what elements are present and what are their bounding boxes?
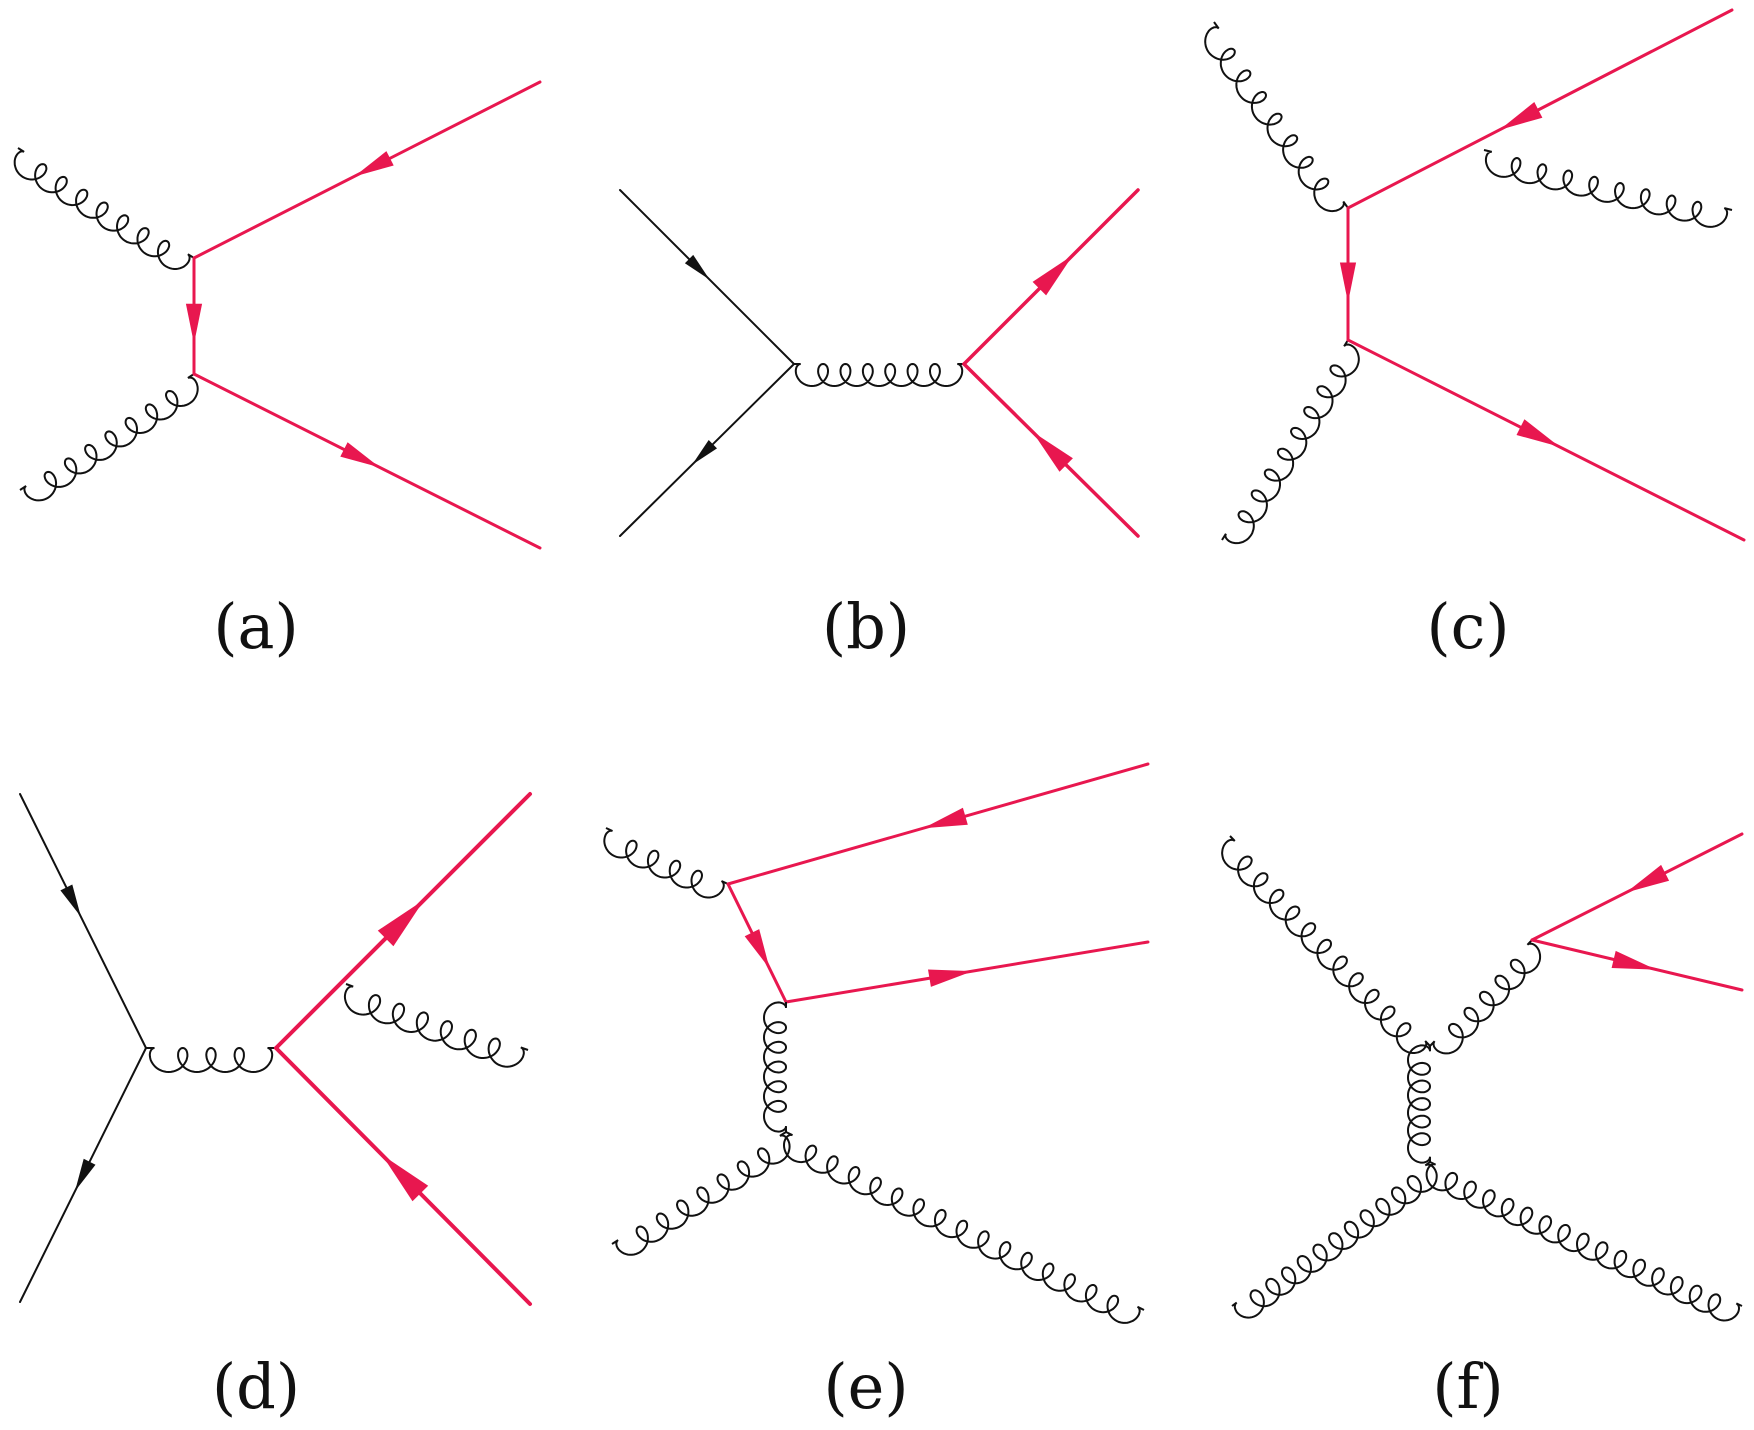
panel-label-c: (c) — [1426, 590, 1509, 663]
e-gluon-out-bottom — [782, 1131, 1145, 1324]
d-heavy-out-bottom-arrow — [381, 1154, 429, 1202]
b-gluon-prop — [794, 362, 964, 388]
b-light-in-arrow — [684, 254, 710, 280]
f-gluon-vertical — [1406, 1044, 1432, 1164]
c-gluon-radiated — [1483, 149, 1733, 228]
panel-label-f: (f) — [1432, 1350, 1503, 1423]
panel-label-a: (a) — [213, 590, 298, 663]
f-gluon-in-bottom — [1231, 1161, 1438, 1319]
c-heavy-out-top — [1346, 8, 1734, 210]
a-heavy-out-top-arrow — [354, 151, 394, 177]
c-heavy-out-top-arrow — [1499, 102, 1543, 130]
a-heavy-prop-arrow — [185, 303, 203, 344]
fermion-arrows — [60, 102, 1670, 1202]
panel-label-b: (b) — [822, 590, 910, 663]
f-heavy-out-top-arrow — [1626, 864, 1670, 893]
panel-label-d: (d) — [212, 1350, 300, 1423]
e-heavy-prop-arrow — [744, 929, 770, 969]
d-gluon-prop — [146, 1046, 276, 1074]
f-gluon-out-bottom — [1425, 1161, 1743, 1322]
a-heavy-out-bottom-arrow — [340, 442, 380, 468]
e-gluon-in-bottom — [611, 1131, 791, 1256]
d-heavy-out-top-arrow — [377, 899, 425, 947]
b-heavy-out-top-arrow — [1032, 255, 1073, 296]
f-gluon-to-pair — [1429, 939, 1542, 1055]
c-heavy-prop-arrow — [1339, 262, 1357, 303]
d-gluon-radiated — [343, 983, 529, 1068]
panel-label-e: (e) — [823, 1350, 908, 1423]
e-heavy-out-top-arrow — [923, 807, 968, 829]
propagator-lines — [13, 8, 1746, 1324]
a-gluon-top — [13, 147, 195, 270]
b-heavy-out-bottom-arrow — [1032, 431, 1073, 472]
f-gluon-in-top — [1221, 835, 1431, 1054]
e-gluon-in-top — [603, 827, 729, 899]
f-heavy-out-bottom-arrow — [1611, 950, 1657, 970]
c-gluon-top — [1204, 21, 1349, 213]
d-light-in — [19, 793, 147, 1049]
a-gluon-bottom — [19, 373, 199, 502]
b-light-out-arrow — [692, 440, 717, 465]
e-gluon-vertical — [762, 1001, 788, 1133]
d-light-in-arrow — [60, 884, 81, 917]
c-gluon-bottom — [1221, 339, 1360, 545]
c-heavy-out-bottom-arrow — [1516, 419, 1560, 447]
e-heavy-out-mid-arrow — [928, 969, 973, 987]
d-light-out-arrow — [75, 1158, 96, 1192]
panel-labels: (a) (b) (c) (d) (e) (f) — [212, 590, 1510, 1423]
